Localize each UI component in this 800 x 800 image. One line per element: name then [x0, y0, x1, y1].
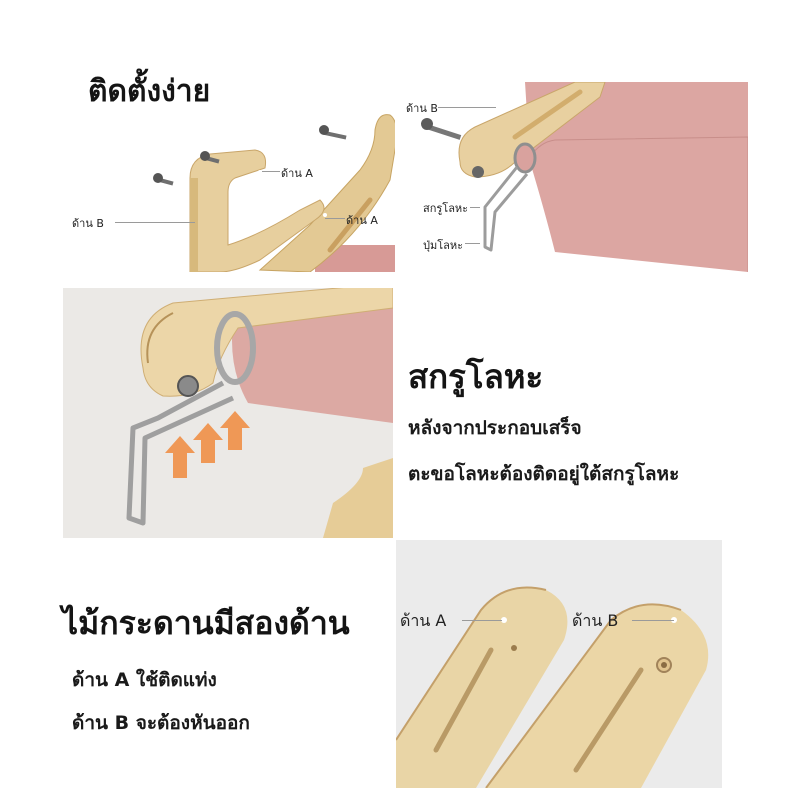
- hook-detail-photo: [63, 288, 393, 538]
- two-sides-line2: ด้าน B จะต้องหันออก: [72, 712, 250, 734]
- side-a-label-top: ด้าน A: [281, 167, 313, 180]
- board-side-b-label: ด้าน B: [572, 611, 619, 630]
- metal-screw-line1: หลังจากประกอบเสร็จ: [408, 417, 582, 439]
- install-title: ติดตั้งง่าย: [88, 74, 211, 109]
- exploded-frame-illustration: [153, 114, 395, 272]
- hook-detail-illustration: [126, 288, 393, 538]
- hook-closeup-panel: [405, 82, 748, 272]
- screw-2: [200, 151, 220, 164]
- two-sides-title: ไม้กระดานมีสองด้าน: [62, 604, 350, 642]
- board-sides-photo: [396, 540, 722, 788]
- side-b-label-left: ด้าน B: [72, 217, 104, 230]
- screw-3: [319, 125, 347, 140]
- hook-closeup-illustration: [421, 82, 748, 272]
- up-arrows: [165, 411, 250, 478]
- board-sides-illustration: [396, 586, 709, 788]
- screw-1: [153, 173, 174, 186]
- metal-screw-line2: ตะขอโลหะต้องติดอยู่ใต้สกรูโลหะ: [408, 463, 680, 485]
- board-side-a-label: ด้าน A: [400, 611, 447, 630]
- metal-screw-title: สกรูโลหะ: [408, 357, 544, 396]
- metal-screw: [421, 118, 462, 140]
- two-sides-line1: ด้าน A ใช้ติดแท่ง: [72, 669, 217, 691]
- install-diagram-panel: [60, 60, 395, 272]
- side-a-label-bottom: ด้าน A: [346, 214, 378, 227]
- metal-knob-label: ปุ่มโลหะ: [423, 239, 464, 252]
- metal-screw-label: สกรูโลหะ: [423, 202, 469, 215]
- side-b-label-right: ด้าน B: [406, 102, 438, 115]
